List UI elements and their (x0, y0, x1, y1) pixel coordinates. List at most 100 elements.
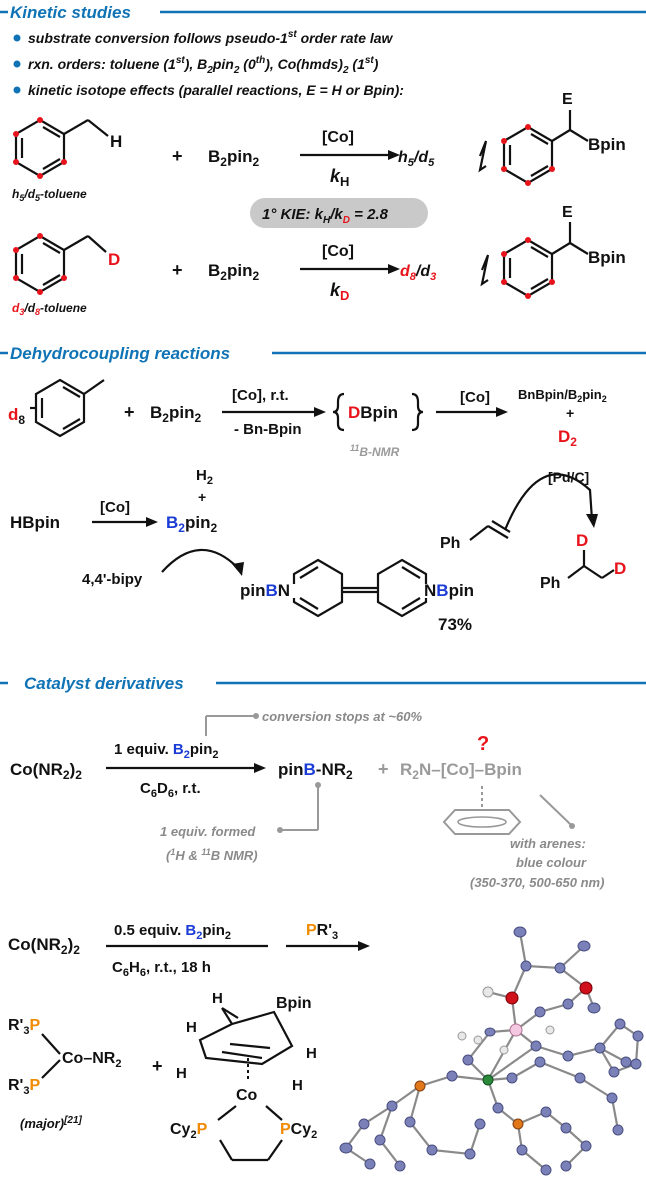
product-1: h5/d5 E Bpin (398, 91, 626, 186)
svg-text:(1H & 11B NMR): (1H & 11B NMR) (166, 847, 258, 863)
svg-text:(major)[21]: (major)[21] (20, 1115, 83, 1131)
svg-text:Ph: Ph (440, 535, 460, 552)
svg-text:C6H6, r.t., 18 h: C6H6, r.t., 18 h (112, 959, 211, 979)
kinetic-title: Kinetic studies (10, 3, 131, 22)
svg-text:DBpin: DBpin (348, 403, 398, 422)
svg-text:Ph: Ph (540, 575, 560, 592)
kinetic-bullets: substrate conversion follows pseudo-1st … (13, 29, 404, 98)
dbpin-intermediate: DBpin 11B-NMR (332, 392, 424, 459)
svg-text:+: + (198, 489, 206, 505)
svg-text:Co(NR2)2: Co(NR2)2 (10, 760, 82, 782)
svg-text:[Co]: [Co] (322, 129, 354, 146)
toluene-h: H (110, 132, 122, 151)
cat-arrow-2: 0.5 equiv. B2pin2 C6H6, r.t., 18 h PR'3 (106, 922, 370, 979)
svg-text:E: E (562, 91, 573, 108)
conv-annotation: conversion stops at ~60% (205, 709, 422, 736)
grey-complex: R2N–[Co]–Bpin ? (400, 733, 522, 835)
dehydro-arrow-1: [Co], r.t. - Bn-Bpin (222, 387, 326, 438)
svg-text:Bpin: Bpin (276, 995, 312, 1012)
svg-text:D: D (108, 250, 120, 269)
svg-text:73%: 73% (438, 615, 472, 634)
bipy-diboryl: pinBN NBpin 73% (240, 558, 474, 634)
arrow-2: [Co] kD (300, 243, 400, 303)
bullet-3: kinetic isotope effects (parallel reacti… (28, 82, 404, 98)
arrow-1: [Co] kH (300, 129, 400, 189)
svg-text:pinB-NR2: pinB-NR2 (278, 760, 353, 782)
dehydro-header: Dehydrocoupling reactions (0, 344, 646, 363)
svg-text:1 equiv. B2pin2: 1 equiv. B2pin2 (114, 741, 219, 761)
svg-text:BnBpin/B2pin2: BnBpin/B2pin2 (518, 387, 607, 404)
svg-text:HBpin: HBpin (10, 513, 60, 532)
toluene-d3d8: D d3/d8-toluene (12, 233, 120, 317)
svg-text:with arenes:: with arenes: (510, 836, 586, 851)
svg-text:Bpin: Bpin (588, 135, 626, 154)
svg-text:(350-370, 500-650 nm): (350-370, 500-650 nm) (470, 875, 604, 890)
svg-text:- Bn-Bpin: - Bn-Bpin (234, 421, 301, 438)
svg-text:H: H (306, 1045, 317, 1062)
dehydro-arrow-2: [Co] (436, 389, 508, 417)
svg-text:B2pin2: B2pin2 (150, 403, 201, 425)
svg-text:4,4'-bipy: 4,4'-bipy (82, 571, 143, 588)
svg-text:[Co]: [Co] (100, 499, 130, 516)
svg-text:Catalyst derivatives: Catalyst derivatives (24, 674, 184, 693)
bullet-2: rxn. orders: toluene (1st), B2pin2 (0th)… (28, 55, 379, 76)
svg-text:[Co]: [Co] (322, 243, 354, 260)
crystal-structure (345, 931, 640, 1171)
pd-hydrogenation: [Pd/C] Ph Ph D D (440, 469, 626, 592)
svg-text:PR'3: PR'3 (306, 922, 338, 942)
svg-text:+: + (566, 405, 574, 421)
svg-text:B2pin2: B2pin2 (208, 261, 259, 283)
product-2: d8/d3 E Bpin (400, 204, 626, 299)
svg-text:conversion stops at ~60%: conversion stops at ~60% (262, 709, 422, 724)
bisphosphine-co: R'3P R'3P Co–NR2 (major)[21] (8, 1017, 121, 1131)
svg-text:E: E (562, 204, 573, 221)
svg-text:[Co], r.t.: [Co], r.t. (232, 387, 289, 404)
svg-text:NBpin: NBpin (424, 581, 474, 600)
svg-text:Co–NR2: Co–NR2 (62, 1050, 121, 1070)
svg-text:H: H (212, 990, 223, 1007)
cat-arrow-1: 1 equiv. B2pin2 C6D6, r.t. (106, 741, 266, 800)
svg-text:H: H (186, 1019, 197, 1036)
svg-text:H2: H2 (196, 467, 213, 487)
svg-text:D2: D2 (558, 427, 577, 449)
svg-text:1 equiv. formed: 1 equiv. formed (160, 824, 256, 839)
svg-text:d8/d3: d8/d3 (400, 263, 436, 283)
svg-text:+: + (152, 1056, 163, 1076)
svg-text:+: + (172, 260, 183, 280)
svg-text:R2N–[Co]–Bpin: R2N–[Co]–Bpin (400, 760, 522, 782)
formed-annotation: 1 equiv. formed (1H & 11B NMR) (160, 782, 321, 863)
b2pin2-1: B2pin2 (208, 147, 259, 169)
svg-text:kD: kD (330, 280, 349, 303)
toluene1-label: h5/d5-toluene (12, 187, 87, 203)
arenes-annotation: with arenes: blue colour (350-370, 500-6… (470, 794, 604, 890)
kinetic-header: Kinetic studies (0, 3, 646, 22)
svg-text:H: H (176, 1065, 187, 1082)
svg-text:R'3P: R'3P (8, 1017, 40, 1037)
svg-text:+: + (378, 759, 389, 779)
hbpin-reaction: HBpin [Co] H2 + B2pin2 4,4'-bipy (10, 467, 244, 588)
svg-text:PCy2: PCy2 (280, 1121, 317, 1141)
svg-text:0.5 equiv. B2pin2: 0.5 equiv. B2pin2 (114, 922, 231, 942)
svg-text:R'3P: R'3P (8, 1077, 40, 1097)
svg-text:Co: Co (236, 1087, 258, 1104)
cyclohexadienyl-co: H H H H H Bpin Co Cy2P PCy2 (170, 990, 317, 1162)
svg-text:Dehydrocoupling reactions: Dehydrocoupling reactions (10, 344, 230, 363)
kie-badge: 1° KIE: kH/kD = 2.8 (250, 198, 428, 228)
svg-text:H: H (292, 1077, 303, 1094)
svg-text:Co(NR2)2: Co(NR2)2 (8, 935, 80, 957)
svg-text:?: ? (477, 733, 489, 755)
catalyst-header: Catalyst derivatives (0, 674, 646, 693)
svg-text:kH: kH (330, 166, 349, 189)
svg-text:B2pin2: B2pin2 (166, 513, 217, 535)
svg-text:Cy2P: Cy2P (170, 1121, 208, 1141)
svg-text:D: D (614, 559, 626, 578)
svg-text:d3/d8-toluene: d3/d8-toluene (12, 301, 87, 317)
svg-text:[Co]: [Co] (460, 389, 490, 406)
svg-text:Bpin: Bpin (588, 248, 626, 267)
svg-text:blue colour: blue colour (516, 855, 587, 870)
svg-text:pinBN: pinBN (240, 581, 290, 600)
svg-text:h5/d5: h5/d5 (398, 149, 435, 169)
d8-toluene: d8 (8, 378, 105, 438)
svg-text:C6D6, r.t.: C6D6, r.t. (140, 780, 201, 800)
